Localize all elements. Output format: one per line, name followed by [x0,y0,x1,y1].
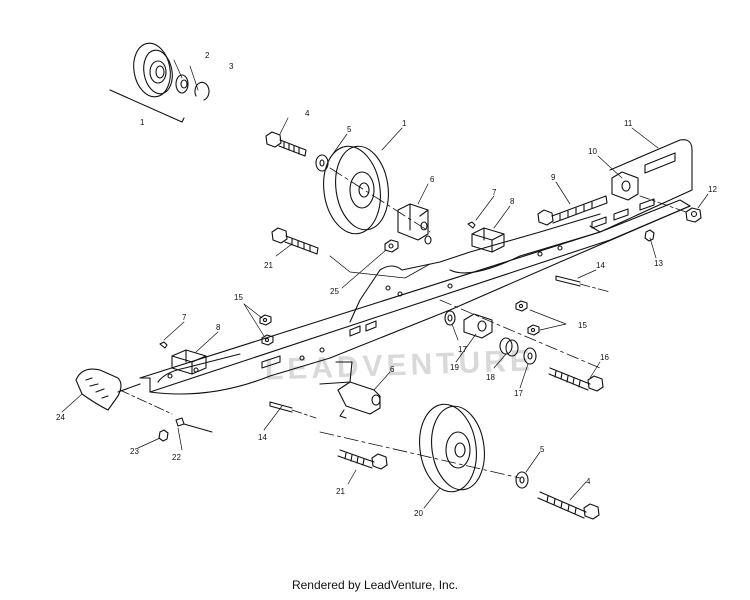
callout-15-right: 15 [578,321,587,330]
callout-5-upper: 5 [347,125,352,134]
upper-bolt-21 [271,227,319,255]
callout-21-lower: 21 [336,487,345,496]
front-tip [75,368,141,411]
callout-17-right: 17 [514,389,523,398]
lower-screw [159,341,168,349]
washer-left [444,310,456,326]
callout-6-upper: 6 [430,175,435,184]
callout-24: 24 [56,413,65,422]
pin-upper [555,275,611,293]
main-rail [139,198,691,395]
lower-mount-block [171,349,207,375]
callout-22: 22 [172,453,181,462]
rear-nut [685,207,702,223]
nuts-left [259,314,274,346]
callout-14-lower: 14 [258,433,267,442]
callout-5-lower: 5 [540,445,545,454]
callout-4-upper: 4 [305,109,310,118]
inset-wheel-assembly [109,42,210,123]
lower-axle [319,361,381,419]
upper-bolt [265,131,307,157]
callout-21-upper: 21 [264,261,273,270]
callout-20: 20 [414,509,423,518]
callout-23: 23 [130,447,139,456]
rear-plate [589,139,693,233]
leader-lines [61,59,709,509]
lower-bolt-4 [537,491,600,520]
nuts-right [515,300,540,336]
adjuster-block [611,171,639,201]
upper-axle-bracket [397,203,432,245]
long-bolt [537,195,608,226]
upper-mount-block [471,227,505,253]
callout-10: 10 [588,147,597,156]
callout-1-inset: 1 [140,118,145,127]
callout-2: 2 [205,51,210,60]
tip-screw [158,429,169,442]
callout-17-left: 17 [458,345,467,354]
callout-8-lower: 8 [216,323,221,332]
callout-13: 13 [654,259,663,268]
callout-7-lower: 7 [182,313,187,322]
callout-4-lower: 4 [586,477,591,486]
upper-nut [384,239,399,253]
render-credit: Rendered by LeadVenture, Inc. [291,578,459,592]
callout-18: 18 [486,373,495,382]
callout-1-upper: 1 [402,119,407,128]
upper-wheel [323,145,389,235]
upper-washer [315,154,329,172]
upper-screw [467,221,476,229]
callout-12: 12 [708,185,717,194]
lower-washer [515,471,529,489]
callout-15-left: 15 [234,293,243,302]
callout-3: 3 [229,62,234,71]
callout-14-upper: 14 [596,261,605,270]
callout-16: 16 [600,353,609,362]
callout-25: 25 [330,287,339,296]
lower-bolt-16 [548,367,604,392]
lower-wheel [419,403,485,493]
pin-lower [269,401,317,419]
rear-screw [644,229,655,242]
lower-bolt-21 [337,449,388,470]
tip-screw-long [175,417,213,433]
callout-7-upper: 7 [492,188,497,197]
callout-8-upper: 8 [510,197,515,206]
callout-19: 19 [450,363,459,372]
washer-right [523,347,537,365]
callout-11: 11 [624,119,633,128]
callout-labels: 1 2 3 4 5 1 6 7 8 9 10 11 12 13 14 21 25… [56,51,717,518]
callout-6-lower: 6 [390,365,395,374]
cam-block [463,313,493,339]
callout-9: 9 [551,173,556,182]
